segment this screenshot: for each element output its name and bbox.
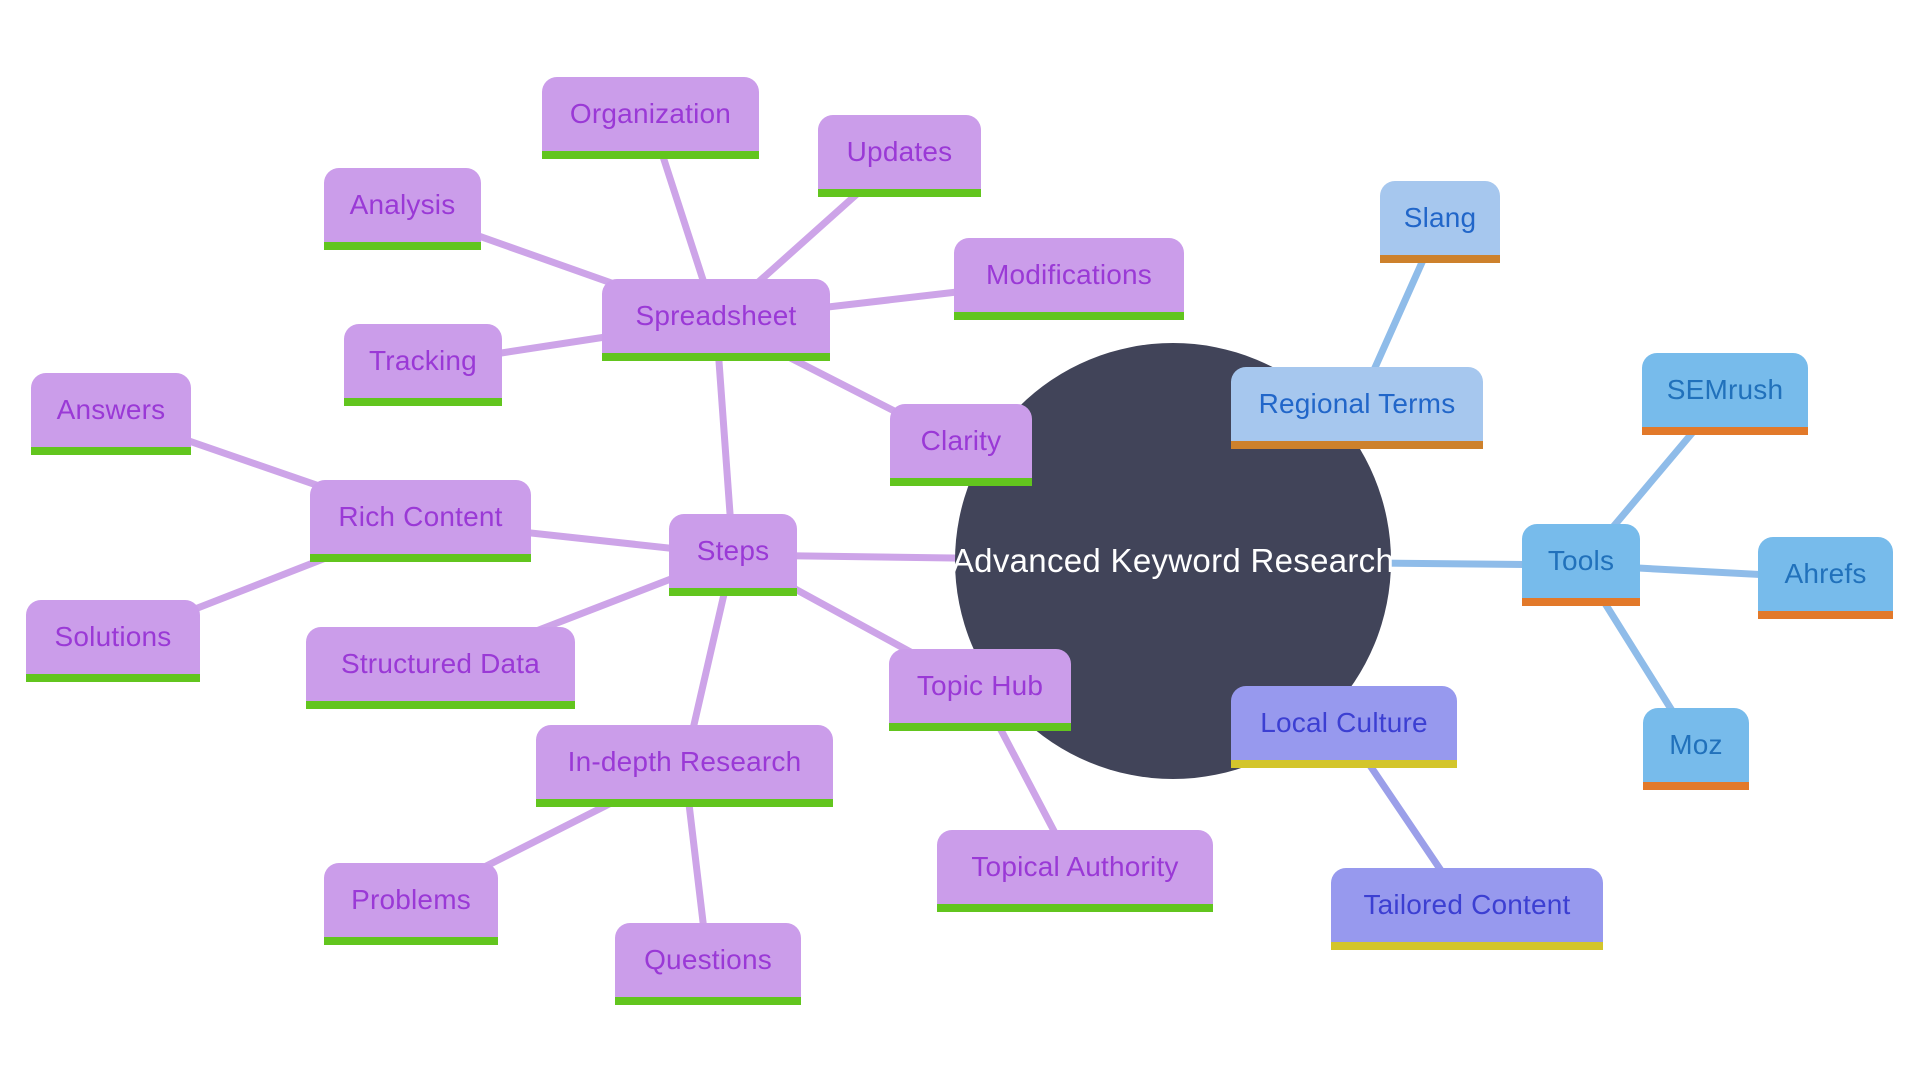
mindmap-node-regional-terms[interactable]: Regional Terms [1231,367,1483,449]
node-label: Questions [644,944,772,975]
node-underline [344,398,502,406]
node-label: Updates [846,136,953,167]
mindmap-node-clarity[interactable]: Clarity [890,404,1032,486]
node-underline [306,701,575,709]
mindmap-node-spreadsheet[interactable]: Spreadsheet [602,279,830,361]
mindmap-node-steps[interactable]: Steps [669,514,797,596]
node-underline [324,937,498,945]
mindmap-node-organization[interactable]: Organization [542,77,759,159]
mindmap-node-tools[interactable]: Tools [1522,524,1640,606]
node-underline [1231,441,1483,449]
node-label: Rich Content [338,501,503,532]
node-label: In-depth Research [567,746,802,777]
mindmap-node-modifications[interactable]: Modifications [954,238,1184,320]
node-label: Regional Terms [1258,388,1456,419]
node-label: Clarity [920,425,1002,456]
node-underline [954,312,1184,320]
node-underline [536,799,833,807]
node-label: Slang [1403,202,1477,233]
node-underline [669,588,797,596]
node-label: Organization [569,98,732,129]
node-underline [1643,782,1749,790]
mindmap-node-semrush[interactable]: SEMrush [1642,353,1808,435]
mindmap-node-answers[interactable]: Answers [31,373,191,455]
mindmap-node-ahrefs[interactable]: Ahrefs [1758,537,1893,619]
node-label: Tools [1547,545,1615,576]
node-label: Topic Hub [916,670,1044,701]
mindmap-node-structured-data[interactable]: Structured Data [306,627,575,709]
node-underline [310,554,531,562]
node-underline [937,904,1213,912]
node-underline [1380,255,1500,263]
mindmap-node-solutions[interactable]: Solutions [26,600,200,682]
node-underline [890,478,1032,486]
node-label: Ahrefs [1784,558,1867,589]
mindmap-node-problems[interactable]: Problems [324,863,498,945]
node-label: SEMrush [1666,374,1784,405]
node-label: Answers [56,394,166,425]
node-underline [26,674,200,682]
mindmap-node-local-culture[interactable]: Local Culture [1231,686,1457,768]
node-label: Tracking [369,345,477,376]
mindmap-node-tracking[interactable]: Tracking [344,324,502,406]
node-label: Problems [351,884,471,915]
node-underline [1758,611,1893,619]
node-underline [542,151,759,159]
node-label: Topical Authority [971,851,1179,882]
node-label: Analysis [349,189,456,220]
central-topic-label: Advanced Keyword Research [951,542,1395,579]
mindmap-node-slang[interactable]: Slang [1380,181,1500,263]
node-underline [1522,598,1640,606]
node-underline [1331,942,1603,950]
mindmap-node-rich-content[interactable]: Rich Content [310,480,531,562]
node-label: Tailored Content [1363,889,1571,920]
mindmap-node-topical-authority[interactable]: Topical Authority [937,830,1213,912]
node-underline [1231,760,1457,768]
node-label: Solutions [54,621,172,652]
node-underline [615,997,801,1005]
mindmap-node-topic-hub[interactable]: Topic Hub [889,649,1071,731]
mindmap-node-updates[interactable]: Updates [818,115,981,197]
mindmap-node-in-depth-research[interactable]: In-depth Research [536,725,833,807]
mindmap-node-analysis[interactable]: Analysis [324,168,481,250]
node-label: Steps [696,535,770,566]
mindmap-node-moz[interactable]: Moz [1643,708,1749,790]
node-underline [602,353,830,361]
node-underline [31,447,191,455]
node-underline [1642,427,1808,435]
mindmap-node-questions[interactable]: Questions [615,923,801,1005]
node-underline [889,723,1071,731]
node-label: Structured Data [340,648,541,679]
node-label: Modifications [985,259,1152,290]
node-label: Spreadsheet [635,300,797,331]
node-underline [818,189,981,197]
node-label: Moz [1669,729,1723,760]
node-label: Local Culture [1260,707,1428,738]
mindmap-node-tailored-content[interactable]: Tailored Content [1331,868,1603,950]
node-underline [324,242,481,250]
